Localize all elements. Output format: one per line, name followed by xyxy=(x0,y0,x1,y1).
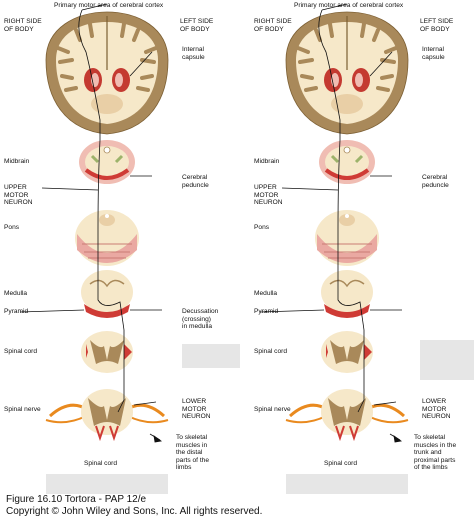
right-cerebral-peduncle-label: Cerebral peduncle xyxy=(422,174,449,189)
right-lower-motor-neuron-label: LOWER MOTOR NEURON xyxy=(422,398,451,421)
left-to-muscles-label: To skeletal muscles in the distal parts … xyxy=(176,434,209,472)
right-left-side-label: LEFT SIDE OF BODY xyxy=(420,18,454,33)
right-blank-label-box xyxy=(420,340,474,380)
left-spinal-cord-upper-label: Spinal cord xyxy=(4,348,37,355)
left-bottom-blank-box xyxy=(46,474,168,494)
right-upper-motor-neuron-label: UPPER MOTOR NEURON xyxy=(254,184,283,207)
right-medulla-label: Medulla xyxy=(254,290,278,297)
left-right-side-label: RIGHT SIDE OF BODY xyxy=(4,18,42,33)
right-pons-label: Pons xyxy=(254,224,270,231)
left-pyramid-label: Pyramid xyxy=(4,308,29,315)
left-medulla-label: Medulla xyxy=(4,290,28,297)
left-upper-motor-neuron-label: UPPER MOTOR NEURON xyxy=(4,184,33,207)
right-right-side-label: RIGHT SIDE OF BODY xyxy=(254,18,292,33)
left-internal-capsule-label: Internal capsule xyxy=(182,46,205,61)
left-cerebral-peduncle-label: Cerebral peduncle xyxy=(182,174,209,189)
left-blank-label-box xyxy=(182,344,240,368)
right-spinal-cord-lower-label: Spinal cord xyxy=(324,460,357,467)
copyright-line: Copyright © John Wiley and Sons, Inc. Al… xyxy=(6,506,263,517)
right-primary-motor-area-label: Primary motor area of cerebral cortex xyxy=(294,2,404,9)
figure-caption: Figure 16.10 Tortora - PAP 12/e xyxy=(6,494,147,505)
left-left-side-label: LEFT SIDE OF BODY xyxy=(180,18,214,33)
left-lower-motor-neuron-label: LOWER MOTOR NEURON xyxy=(182,398,211,421)
right-spinal-cord-upper-label: Spinal cord xyxy=(254,348,287,355)
right-bottom-blank-box xyxy=(286,474,408,494)
left-spinal-cord-lower-label: Spinal cord xyxy=(84,460,117,467)
left-panel-art xyxy=(18,2,170,444)
right-pyramid-label: Pyramid xyxy=(254,308,279,315)
right-midbrain-label: Midbrain xyxy=(254,158,280,165)
left-spinal-nerve-label: Spinal nerve xyxy=(4,406,41,413)
right-to-muscles-label: To skeletal muscles in the trunk and pro… xyxy=(414,434,457,472)
left-primary-motor-area-label: Primary motor area of cerebral cortex xyxy=(54,2,164,9)
left-midbrain-label: Midbrain xyxy=(4,158,30,165)
left-pons-label: Pons xyxy=(4,224,20,231)
right-panel-art xyxy=(258,2,410,444)
right-internal-capsule-label: Internal capsule xyxy=(422,46,445,61)
right-spinal-nerve-label: Spinal nerve xyxy=(254,406,291,413)
left-decussation-label: Decussation (crossing) in medulla xyxy=(182,308,219,331)
